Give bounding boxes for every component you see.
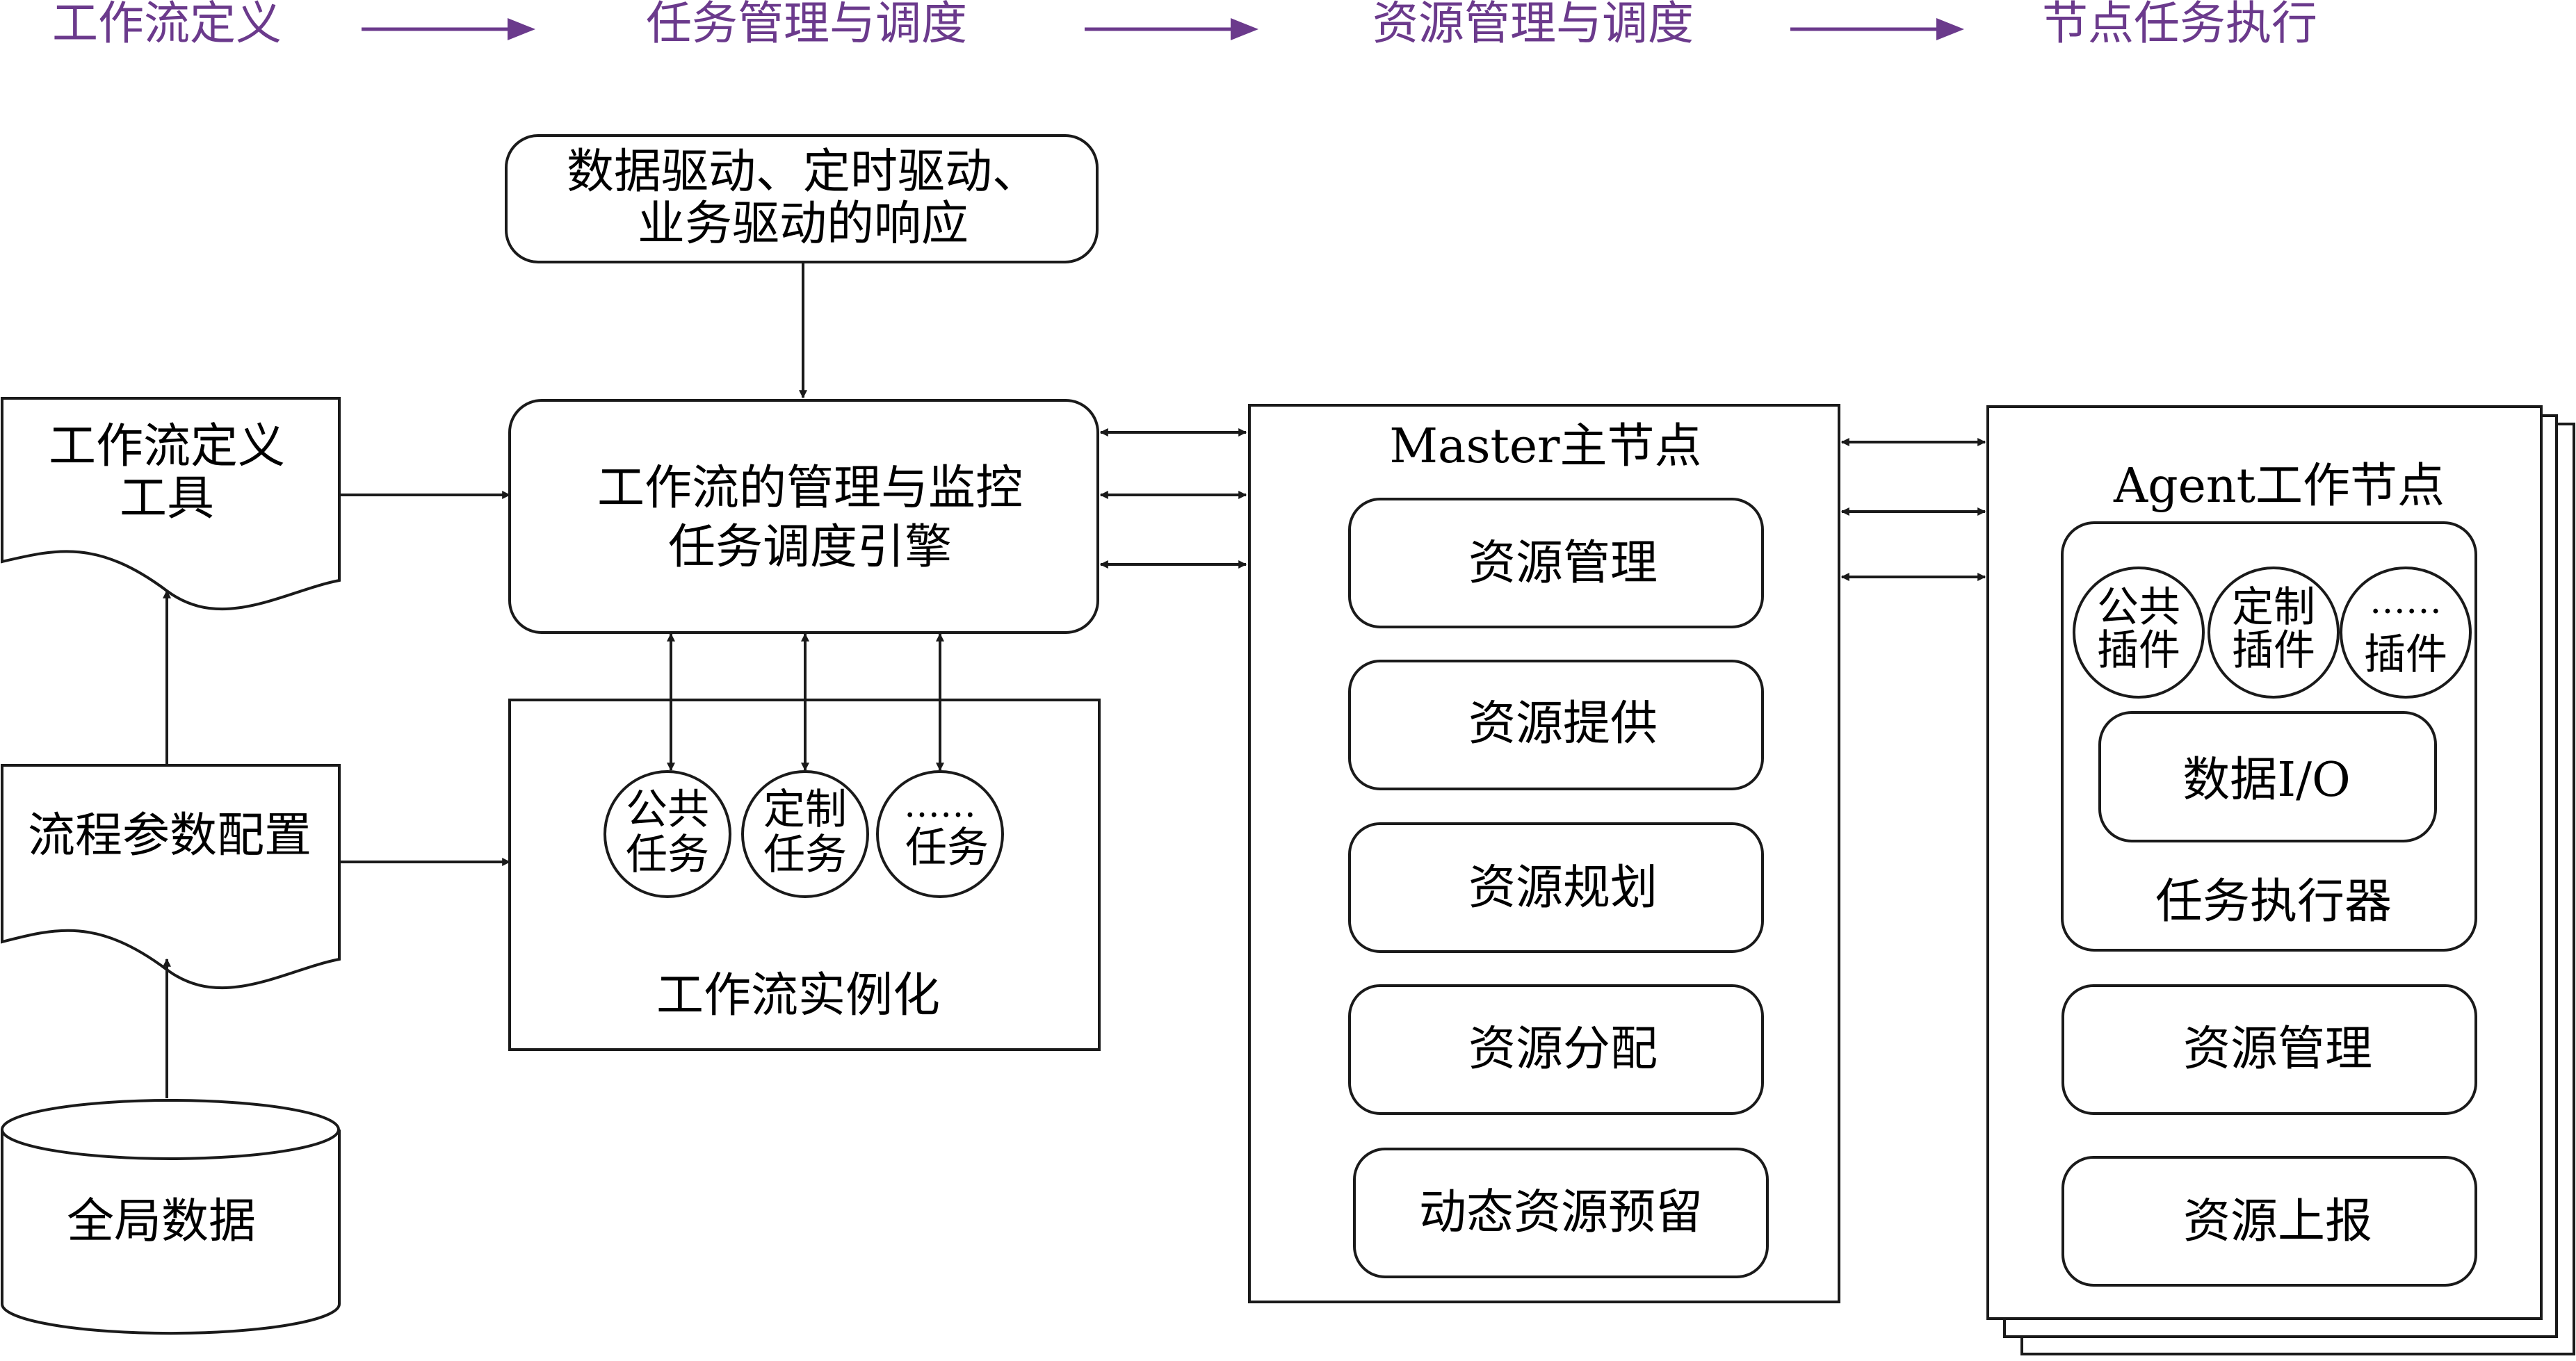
plugin-more-line2: 插件 — [2364, 630, 2447, 679]
master-item-label: 资源提供 — [1468, 696, 1658, 751]
stage-task-management: 任务管理与调度 — [646, 0, 967, 50]
workflow-tool-label-line1: 工作流定义 — [49, 419, 285, 474]
task-more-line2: 任务 — [905, 824, 989, 872]
master-item-resource-allocation: 资源分配 — [1348, 984, 1764, 1115]
agent-title: Agent工作节点 — [2113, 459, 2445, 514]
plugin-more: …… 插件 — [2340, 567, 2472, 699]
task-more: …… 任务 — [876, 770, 1004, 898]
left-column: 工作流定义 工具 流程参数配置 全局数据 — [1, 397, 511, 1335]
agent-item-resource-management: 资源管理 — [2061, 984, 2477, 1115]
workflow-definition-tool: 工作流定义 工具 — [1, 397, 341, 610]
task-public: 公共 任务 — [604, 770, 731, 898]
trigger-label-line2: 业务驱动的响应 — [638, 197, 969, 252]
engine-label-line1: 工作流的管理与监控 — [597, 461, 1023, 516]
task-custom: 定制 任务 — [741, 770, 869, 898]
stage-node-execution: 节点任务执行 — [2042, 0, 2317, 50]
stage-arrow-1 — [362, 18, 535, 40]
data-io-label: 数据I/O — [2182, 753, 2351, 808]
stage-workflow-definition: 工作流定义 — [52, 0, 282, 50]
process-parameter-config: 流程参数配置 — [1, 764, 341, 989]
plugin-public: 公共 插件 — [2073, 567, 2205, 699]
stage-arrow-3 — [1790, 18, 1964, 40]
master-node: Master主节点 资源管理 资源提供 资源规划 资源分配 动态资源预留 — [1248, 404, 1840, 1303]
agent-item-label: 资源上报 — [2183, 1194, 2372, 1249]
stage-resource-management: 资源管理与调度 — [1372, 0, 1694, 50]
master-title: Master主节点 — [1389, 419, 1701, 474]
master-item-label: 动态资源预留 — [1419, 1185, 1703, 1240]
process-params-label: 流程参数配置 — [28, 808, 311, 863]
agent-item-resource-reporting: 资源上报 — [2061, 1156, 2477, 1287]
instantiation-label: 工作流实例化 — [656, 968, 940, 1023]
plugin-custom-line1: 定制 — [2232, 583, 2315, 632]
master-item-label: 资源管理 — [1468, 536, 1658, 591]
engine-label-line2: 任务调度引擎 — [668, 520, 952, 575]
plugin-custom-line2: 插件 — [2232, 626, 2315, 675]
executor-label: 任务执行器 — [2155, 874, 2392, 929]
trigger-label-line1: 数据驱动、定时驱动、 — [567, 145, 1039, 199]
master-item-resource-planning: 资源规划 — [1348, 822, 1764, 953]
plugin-more-line1: …… — [2370, 580, 2442, 622]
workflow-instantiation: 工作流实例化 公共 任务 定制 任务 …… 任务 — [508, 699, 1101, 1051]
workflow-tool-label-line2: 工具 — [120, 471, 214, 526]
plugin-public-line1: 公共 — [2097, 583, 2180, 632]
plugin-custom: 定制 插件 — [2208, 567, 2340, 699]
stage-header-row: 工作流定义 任务管理与调度 资源管理与调度 节点任务执行 — [52, 0, 2317, 50]
data-io: 数据I/O — [2098, 711, 2437, 842]
plugin-public-line2: 插件 — [2097, 626, 2180, 675]
master-item-dynamic-reservation: 动态资源预留 — [1353, 1148, 1769, 1278]
master-item-label: 资源分配 — [1468, 1022, 1658, 1077]
agent-item-label: 资源管理 — [2183, 1022, 2372, 1077]
master-item-resource-provision: 资源提供 — [1348, 660, 1764, 790]
task-more-line1: …… — [904, 784, 976, 826]
master-item-resource-management: 资源管理 — [1348, 498, 1764, 628]
global-data-store: 全局数据 — [1, 1099, 341, 1335]
task-public-line1: 公共 — [626, 785, 709, 834]
global-data-label: 全局数据 — [67, 1194, 256, 1249]
trigger-responses: 数据驱动、定时驱动、 业务驱动的响应 — [505, 134, 1099, 263]
scheduling-engine: 工作流的管理与监控 任务调度引擎 — [508, 399, 1099, 634]
task-custom-line2: 任务 — [763, 831, 847, 879]
task-public-line2: 任务 — [626, 831, 709, 879]
task-custom-line1: 定制 — [763, 785, 847, 834]
stage-arrow-2 — [1085, 18, 1258, 40]
master-item-label: 资源规划 — [1468, 861, 1658, 915]
task-executor: 任务执行器 公共 插件 定制 插件 …… 插件 数据I/O — [2061, 521, 2477, 952]
